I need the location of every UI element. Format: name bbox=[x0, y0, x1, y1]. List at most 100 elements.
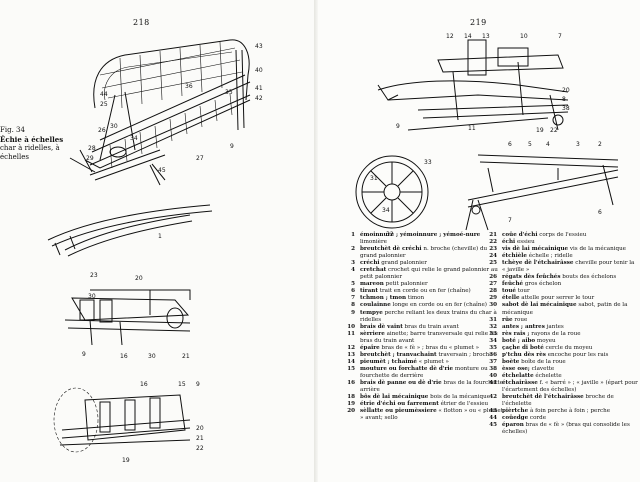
svg-text:19: 19 bbox=[122, 457, 130, 464]
svg-text:22: 22 bbox=[196, 445, 204, 452]
whippletree-illustration: 6 5 4 3 2 7 6 bbox=[465, 141, 619, 231]
ladder-frame bbox=[69, 49, 251, 186]
svg-text:25: 25 bbox=[100, 101, 108, 108]
svg-text:38: 38 bbox=[562, 105, 570, 112]
fig-a-labels: 43 40 41 42 44 36 25 26 27 28 29 45 9 35… bbox=[86, 43, 263, 174]
svg-text:31: 31 bbox=[370, 175, 378, 182]
svg-text:20: 20 bbox=[135, 275, 143, 282]
hay-load bbox=[93, 39, 250, 109]
svg-text:30: 30 bbox=[88, 293, 96, 300]
hay-wagon-illustration: 43 40 41 42 44 36 25 26 27 28 29 45 9 35… bbox=[47, 39, 263, 464]
svg-text:9: 9 bbox=[230, 143, 234, 150]
svg-text:14: 14 bbox=[464, 33, 472, 40]
caption-subtitle: char à ridelles, à échelles bbox=[0, 144, 60, 161]
svg-text:11: 11 bbox=[468, 125, 476, 132]
svg-text:20: 20 bbox=[196, 425, 204, 432]
svg-text:27: 27 bbox=[196, 155, 204, 162]
svg-text:32: 32 bbox=[386, 231, 394, 238]
svg-text:20: 20 bbox=[562, 87, 570, 94]
svg-text:30: 30 bbox=[110, 123, 118, 130]
front-train-illustration: 12 14 13 10 7 20 19 22 38 8 9 11 bbox=[377, 33, 570, 134]
axle-illustration: 16 15 9 20 21 22 19 bbox=[53, 381, 204, 464]
svg-text:42: 42 bbox=[255, 95, 263, 102]
svg-text:26: 26 bbox=[98, 127, 106, 134]
svg-text:6: 6 bbox=[598, 209, 602, 216]
svg-text:19: 19 bbox=[536, 127, 544, 134]
svg-text:1: 1 bbox=[158, 233, 162, 240]
svg-text:4: 4 bbox=[546, 141, 550, 148]
svg-text:7: 7 bbox=[558, 33, 562, 40]
svg-text:28: 28 bbox=[88, 145, 96, 152]
svg-text:41: 41 bbox=[255, 85, 263, 92]
svg-text:9: 9 bbox=[196, 381, 200, 388]
svg-text:3: 3 bbox=[576, 141, 580, 148]
right-page: 219 12 14 13 10 7 20 19 22 38 8 9 11 bbox=[318, 0, 640, 482]
svg-text:15: 15 bbox=[178, 381, 186, 388]
page-number-right: 219 bbox=[470, 18, 487, 27]
svg-text:13: 13 bbox=[482, 33, 490, 40]
svg-text:45: 45 bbox=[158, 167, 166, 174]
svg-text:8: 8 bbox=[562, 96, 566, 103]
svg-text:9: 9 bbox=[396, 123, 400, 130]
svg-text:22: 22 bbox=[550, 127, 558, 134]
rear-fork-illustration: 23 20 30 9 16 30 21 bbox=[64, 272, 191, 360]
svg-text:2: 2 bbox=[598, 141, 602, 148]
svg-text:43: 43 bbox=[255, 43, 263, 50]
caption-fig: Fig. 34 bbox=[0, 126, 25, 134]
svg-text:12: 12 bbox=[446, 33, 454, 40]
svg-text:5: 5 bbox=[528, 141, 532, 148]
svg-text:30: 30 bbox=[148, 353, 156, 360]
svg-text:7: 7 bbox=[508, 217, 512, 224]
svg-text:35: 35 bbox=[225, 89, 233, 96]
svg-text:36: 36 bbox=[185, 83, 193, 90]
svg-text:21: 21 bbox=[196, 435, 204, 442]
svg-text:9: 9 bbox=[82, 351, 86, 358]
svg-text:34: 34 bbox=[382, 207, 390, 214]
wheel-illustration: 33 31 34 32 bbox=[355, 155, 432, 238]
svg-text:34: 34 bbox=[130, 135, 138, 142]
svg-text:44: 44 bbox=[100, 91, 108, 98]
figure-caption: Fig. 34 Échie à échelles char à ridelles… bbox=[0, 126, 70, 162]
svg-text:33: 33 bbox=[424, 159, 432, 166]
svg-text:29: 29 bbox=[86, 155, 94, 162]
svg-text:16: 16 bbox=[140, 381, 148, 388]
svg-text:23: 23 bbox=[90, 272, 98, 279]
svg-text:6: 6 bbox=[508, 141, 512, 148]
